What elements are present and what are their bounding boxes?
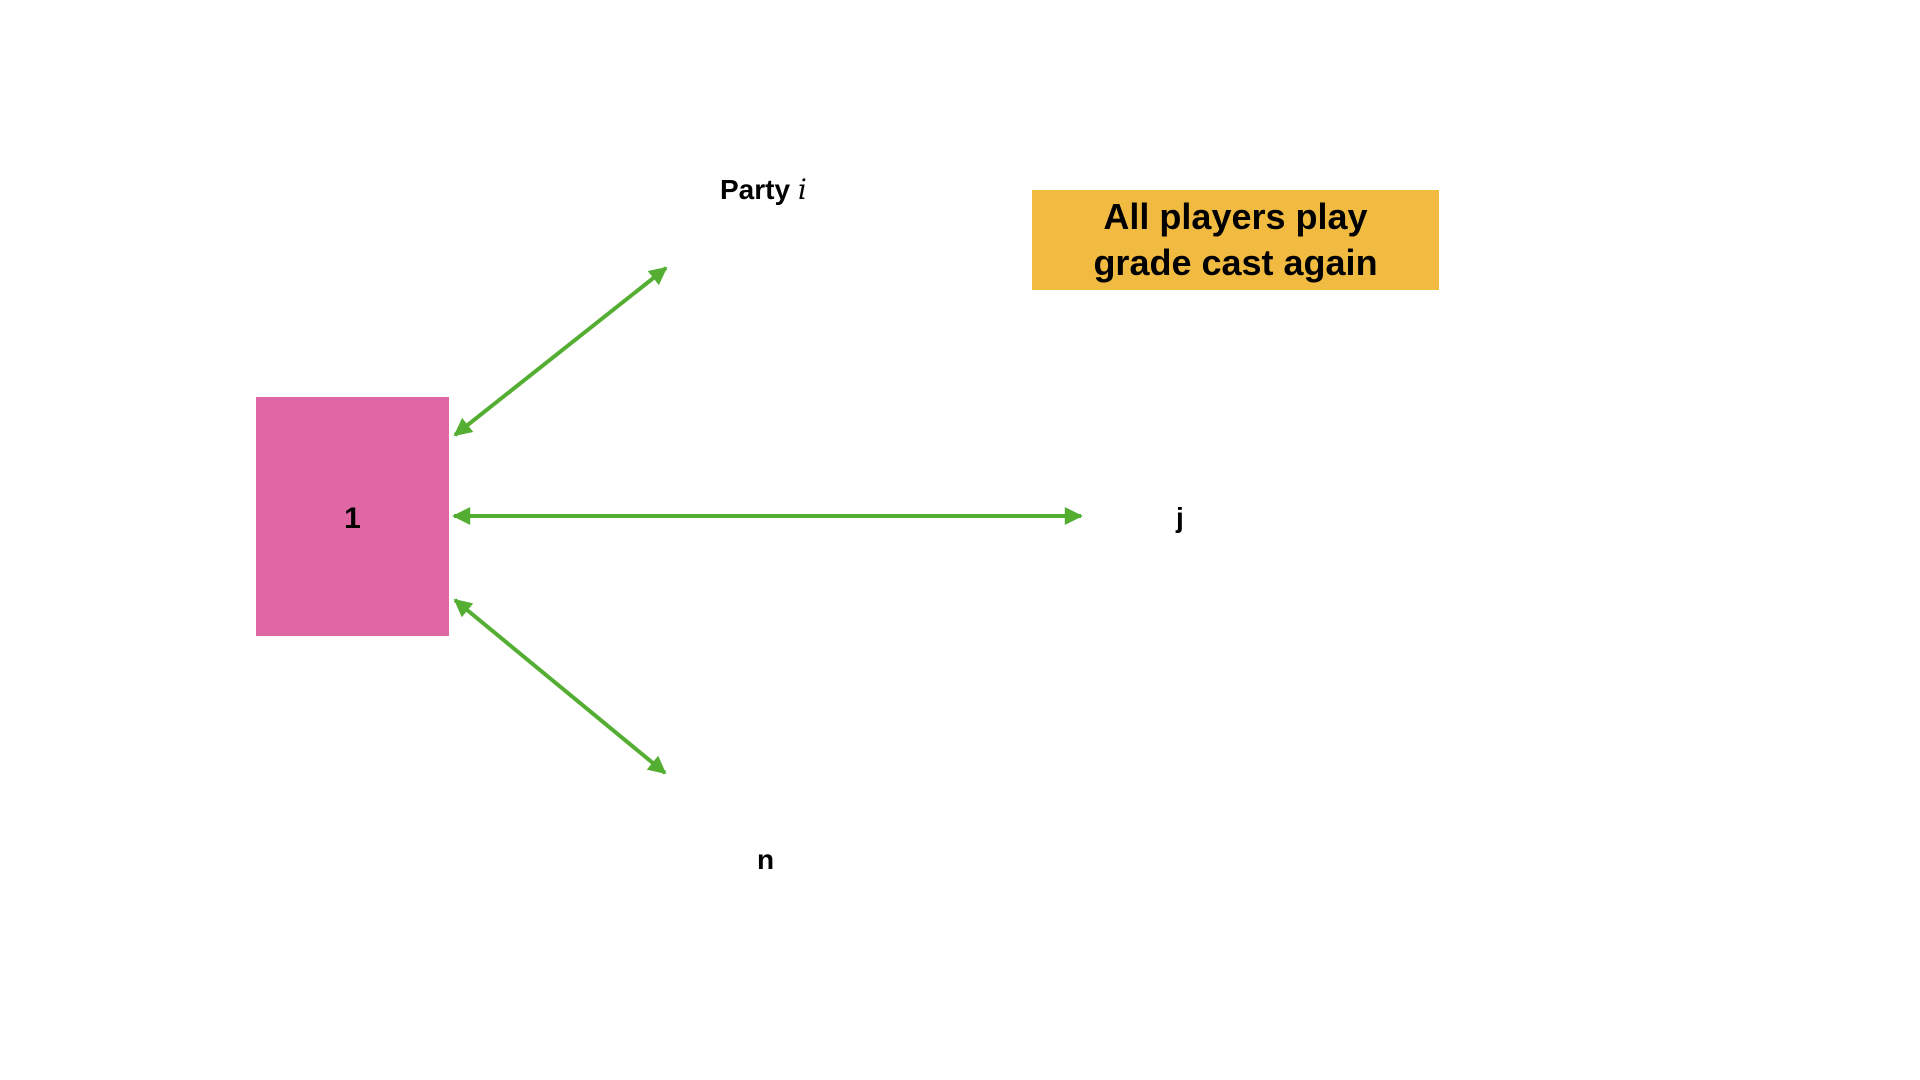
party-i-variable: i xyxy=(797,173,807,206)
party-1-label: 1 xyxy=(344,501,361,535)
edge-1-to-n-arrow xyxy=(453,598,667,775)
party-1-node: 1 xyxy=(256,397,449,636)
grade-cast-note: All players play grade cast again xyxy=(1032,190,1439,290)
party-j-label: j xyxy=(1176,502,1184,533)
grade-cast-note-text: All players play grade cast again xyxy=(1093,196,1378,283)
party-n-label: n xyxy=(757,844,775,875)
party-i-label: Party i xyxy=(720,176,807,204)
edge-1-to-i-arrow xyxy=(453,266,668,437)
party-i-prefix: Party xyxy=(720,174,798,205)
